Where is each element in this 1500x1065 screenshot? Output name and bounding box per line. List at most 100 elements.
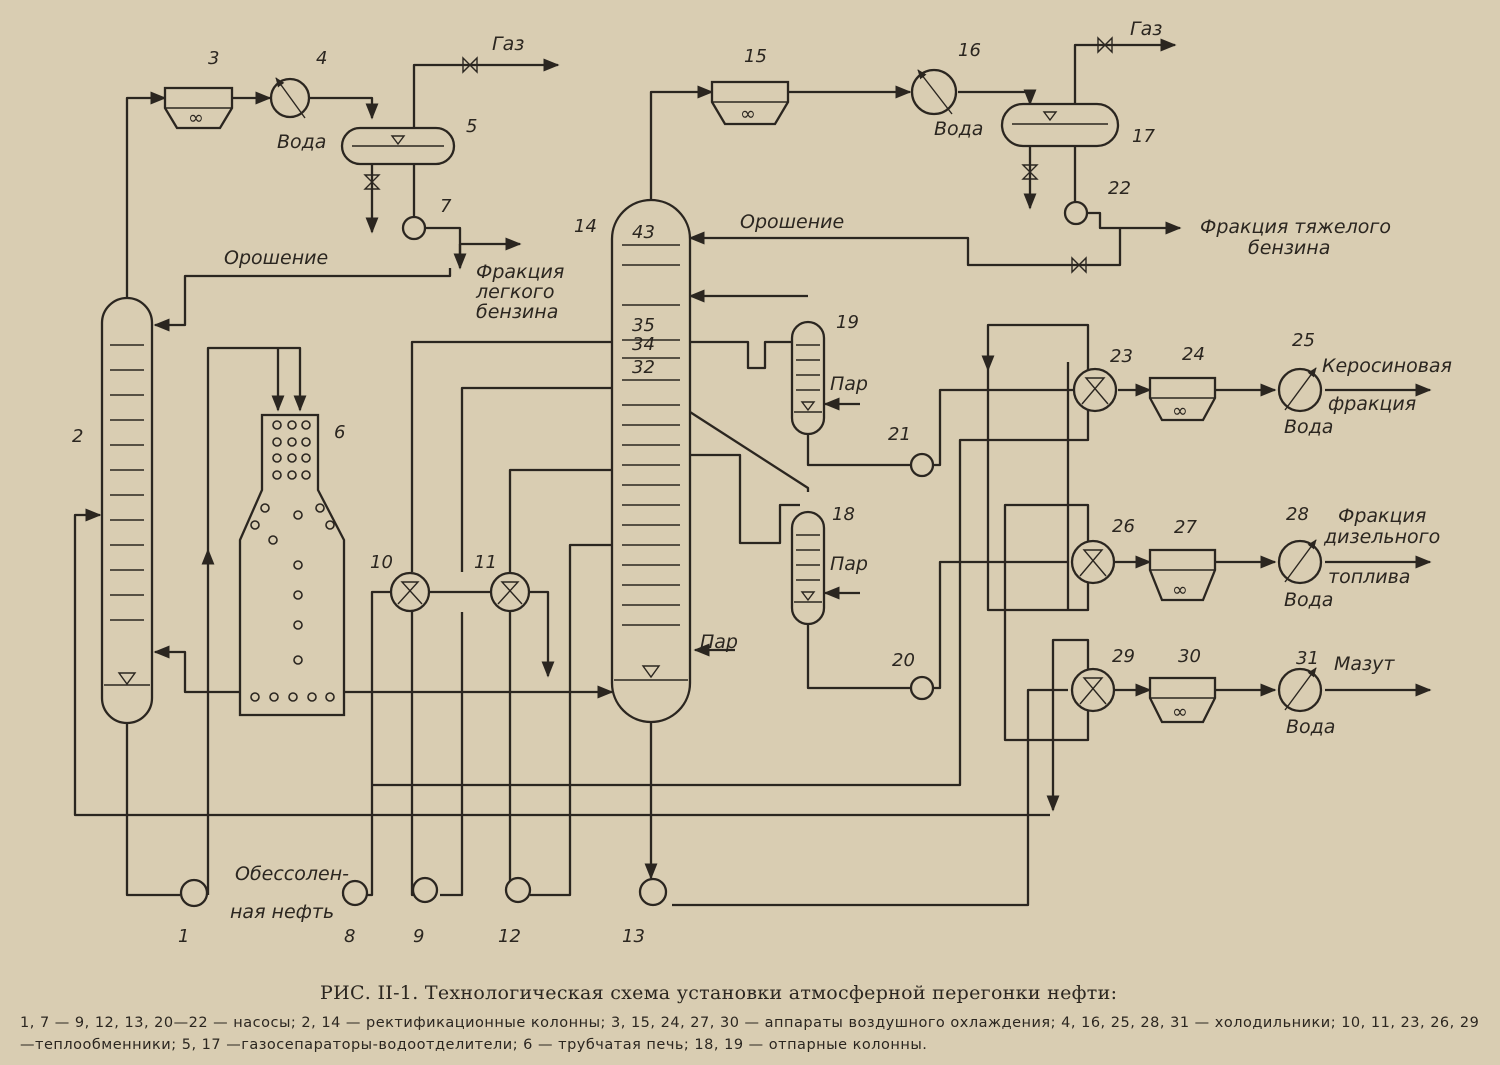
pump-9 — [411, 876, 439, 904]
stripper-19 — [790, 320, 826, 436]
gas-label-1: Газ — [492, 33, 524, 55]
eq-number-3: 3 — [208, 48, 219, 69]
exchanger-26 — [1070, 539, 1116, 585]
water-label-16: Вода — [934, 118, 983, 140]
column-14 — [610, 198, 735, 724]
exchanger-23 — [1072, 367, 1118, 413]
air-cooler-15: ∞ — [710, 80, 790, 126]
air-cooler-24: ∞ — [1148, 376, 1217, 422]
steam-label-14: Пар — [700, 631, 738, 653]
pump-13 — [638, 877, 668, 907]
cooler-31 — [1277, 667, 1323, 713]
eq-number-13: 13 — [622, 926, 645, 947]
eq-number-29: 29 — [1112, 646, 1135, 667]
furnace-6 — [238, 413, 346, 717]
pipelines — [73, 38, 1432, 907]
steam-label-18: Пар — [830, 553, 868, 575]
cooler-28 — [1277, 539, 1323, 585]
pump-20 — [909, 675, 935, 701]
stream-labels: Газ Газ Вода Вода Вода Вода Вода Орошени… — [224, 18, 1452, 923]
eq-number-5: 5 — [466, 116, 477, 137]
separator-5 — [340, 126, 456, 166]
tray-number-34: 34 — [632, 334, 655, 355]
stripper-18 — [790, 510, 826, 626]
reflux-label-2: Орошение — [740, 211, 844, 233]
mazut-label: Мазут — [1334, 653, 1395, 675]
eq-number-6: 6 — [334, 422, 345, 443]
svg-text:∞: ∞ — [188, 107, 204, 129]
heat-exchangers — [389, 367, 1118, 713]
separator-17 — [1000, 102, 1120, 148]
pump-1 — [179, 878, 209, 908]
eq-number-14: 14 — [574, 216, 597, 237]
equipment-numbers: 1 2 3 4 5 6 7 8 9 10 11 12 13 14 15 16 1… — [72, 40, 1319, 947]
eq-number-31: 31 — [1296, 648, 1319, 669]
eq-number-8: 8 — [344, 926, 355, 947]
tray-numbers: 43 35 34 32 — [632, 222, 655, 378]
water-label-31: Вода — [1286, 716, 1335, 738]
steam-label-19: Пар — [830, 373, 868, 395]
pump-22 — [1063, 200, 1089, 226]
eq-number-16: 16 — [958, 40, 981, 61]
kerosene-label-1: Керосиновая — [1322, 355, 1452, 377]
eq-number-4: 4 — [316, 48, 327, 69]
eq-number-19: 19 — [836, 312, 859, 333]
valves — [363, 36, 1113, 274]
eq-number-27: 27 — [1174, 517, 1197, 538]
water-label-28: Вода — [1284, 589, 1333, 611]
gas-label-2: Газ — [1130, 18, 1162, 40]
exchanger-10 — [389, 571, 431, 613]
air-cooler-27: ∞ — [1148, 548, 1217, 602]
tray-number-32: 32 — [632, 357, 655, 378]
eq-number-15: 15 — [744, 46, 767, 67]
tray-number-35: 35 — [632, 315, 655, 336]
heavy-gasoline-label-2: бензина — [1248, 237, 1330, 259]
cooler-25 — [1277, 367, 1323, 413]
pump-7 — [401, 215, 427, 241]
water-label-25: Вода — [1284, 416, 1333, 438]
eq-number-10: 10 — [370, 552, 393, 573]
light-gasoline-label-2: легкого — [475, 281, 555, 303]
diesel-label-1: Фракция — [1338, 505, 1426, 527]
cooler-4 — [269, 77, 311, 119]
exchanger-29 — [1070, 667, 1116, 713]
svg-text:∞: ∞ — [1172, 579, 1188, 601]
heavy-gasoline-label-1: Фракция тяжелого — [1200, 216, 1391, 238]
eq-number-24: 24 — [1182, 344, 1205, 365]
crude-label-2: ная нефть — [230, 901, 334, 923]
pump-8 — [341, 879, 369, 907]
svg-text:∞: ∞ — [740, 103, 756, 125]
svg-text:∞: ∞ — [1172, 701, 1188, 723]
eq-number-21: 21 — [888, 424, 911, 445]
eq-number-20: 20 — [892, 650, 915, 671]
light-gasoline-label-1: Фракция — [476, 261, 564, 283]
eq-number-7: 7 — [440, 196, 452, 217]
water-label-4: Вода — [277, 131, 326, 153]
eq-number-12: 12 — [498, 926, 521, 947]
eq-number-22: 22 — [1108, 178, 1131, 199]
figure-caption-legend: 1, 7 — 9, 12, 13, 20—22 — насосы; 2, 14 … — [20, 1015, 1480, 1053]
air-cooler-3: ∞ — [163, 86, 234, 130]
tray-number-43: 43 — [632, 222, 655, 243]
figure-caption-title: РИС. II-1. Технологическая схема установ… — [320, 982, 1118, 1004]
exchanger-11 — [489, 571, 531, 613]
separators — [340, 102, 1120, 166]
eq-number-25: 25 — [1292, 330, 1315, 351]
eq-number-23: 23 — [1110, 346, 1133, 367]
light-gasoline-label-3: бензина — [476, 301, 558, 323]
eq-number-11: 11 — [474, 552, 497, 573]
coolers — [269, 68, 1323, 713]
svg-text:∞: ∞ — [1172, 400, 1188, 422]
crude-label-1: Обессолен- — [235, 863, 349, 885]
eq-number-9: 9 — [413, 926, 424, 947]
pump-21 — [909, 452, 935, 478]
diesel-label-2: дизельного — [1323, 526, 1440, 548]
air-cooler-30: ∞ — [1148, 676, 1217, 724]
cooler-16 — [910, 68, 958, 116]
eq-number-26: 26 — [1112, 516, 1135, 537]
eq-number-18: 18 — [832, 504, 855, 525]
reflux-label-1: Орошение — [224, 247, 328, 269]
diesel-label-3: топлива — [1328, 566, 1410, 588]
eq-number-2: 2 — [72, 426, 83, 447]
